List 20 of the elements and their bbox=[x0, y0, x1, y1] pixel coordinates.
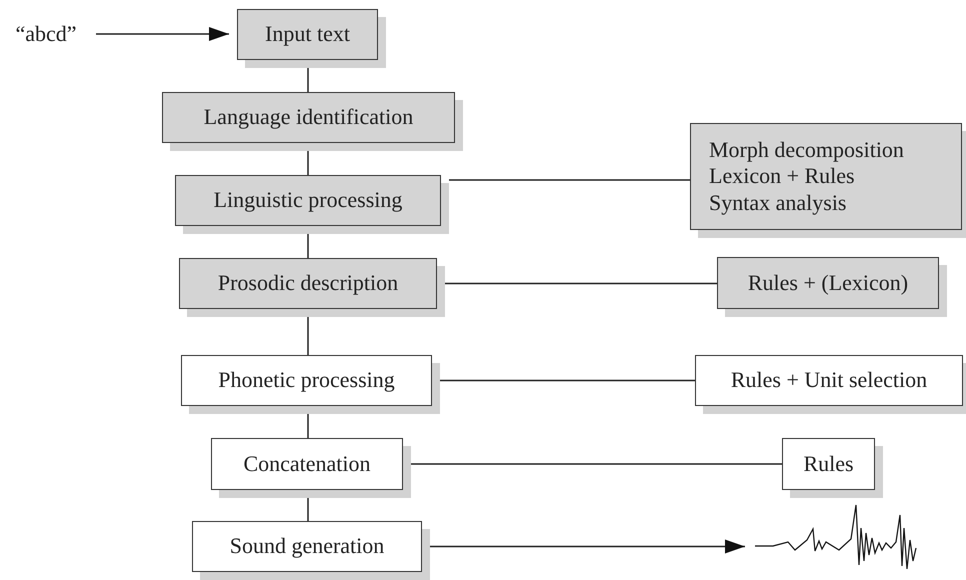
box-label: Language identification bbox=[204, 104, 414, 131]
box-label: Sound generation bbox=[230, 533, 384, 560]
connector-line bbox=[449, 179, 690, 181]
quoted-input-text: “abcd” bbox=[15, 20, 77, 48]
box-label: Input text bbox=[265, 21, 350, 48]
box-label: Rules + Unit selection bbox=[730, 367, 928, 394]
connector-line bbox=[445, 282, 717, 284]
box-label: Syntax analysis bbox=[709, 190, 846, 216]
arrow bbox=[430, 540, 745, 554]
box-label: Rules bbox=[803, 450, 854, 478]
box-label: Morph decomposition bbox=[709, 136, 904, 164]
box-label: Rules + (Lexicon) bbox=[748, 270, 908, 296]
box-label: Phonetic processing bbox=[218, 367, 395, 394]
box-label: Linguistic processing bbox=[214, 187, 402, 214]
box-label: Prosodic description bbox=[218, 270, 398, 297]
connector-line bbox=[440, 380, 695, 382]
arrow bbox=[96, 27, 229, 41]
box-label: Concatenation bbox=[243, 450, 371, 478]
box-label: Lexicon + Rules bbox=[709, 163, 855, 190]
connector-line bbox=[411, 463, 782, 465]
